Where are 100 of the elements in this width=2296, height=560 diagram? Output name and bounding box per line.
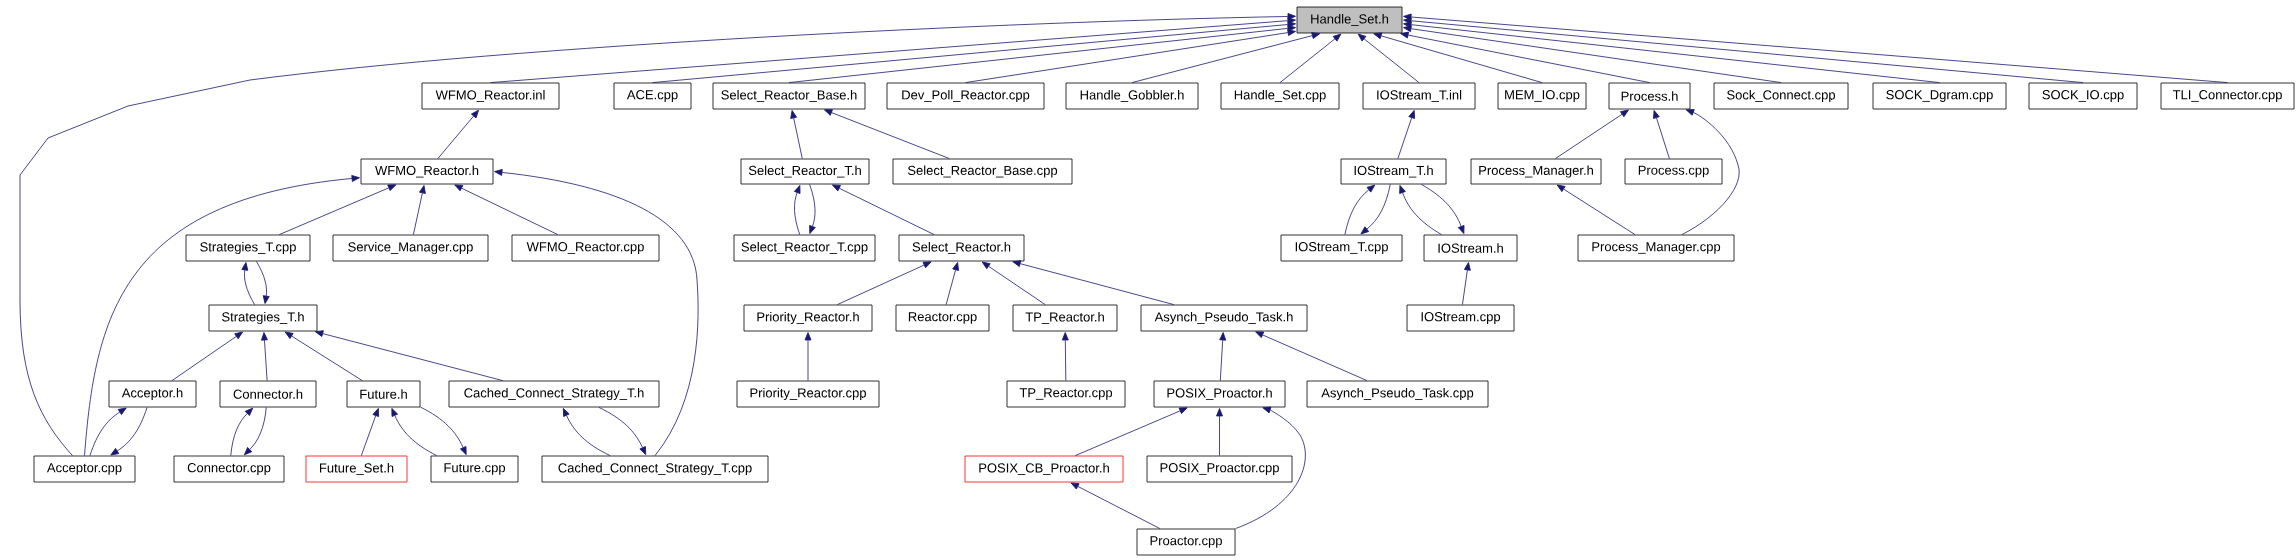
file-box: ACE.cpp <box>613 82 692 110</box>
file-box: Handle_Gobbler.h <box>1065 82 1199 110</box>
file-box: Priority_Reactor.h <box>743 304 873 332</box>
file-box: IOStream.h <box>1423 234 1518 262</box>
file-box: Select_Reactor_Base.h <box>712 82 866 110</box>
file-box: Connector.h <box>219 380 317 408</box>
file-box: Strategies_T.h <box>208 304 318 332</box>
file-box: Process_Manager.h <box>1470 158 1602 185</box>
file-box: Acceptor.cpp <box>33 455 136 483</box>
arrow <box>454 184 559 235</box>
file-box: Select_Reactor_T.cpp <box>733 234 876 262</box>
file-box: Future_Set.h <box>305 455 408 483</box>
file-box: POSIX_Proactor.cpp <box>1146 455 1293 483</box>
file-box: WFMO_Reactor.cpp <box>511 234 660 262</box>
arrow <box>256 261 270 304</box>
file-box: WFMO_Reactor.h <box>360 158 494 185</box>
file-box: Proactor.cpp <box>1136 528 1236 556</box>
file-box: Strategies_T.cpp <box>185 234 311 262</box>
arrow <box>831 184 935 235</box>
arrow <box>1061 332 1069 381</box>
arrow <box>804 332 812 381</box>
arrow <box>1344 184 1376 235</box>
arrow <box>171 331 243 381</box>
arrow <box>110 407 148 456</box>
arrow <box>1373 32 1543 83</box>
file-box: Sock_Connect.cpp <box>1713 82 1849 110</box>
arrow <box>420 406 467 455</box>
arrow <box>1131 32 1321 83</box>
arrow <box>1399 185 1442 235</box>
arrow <box>241 262 255 305</box>
file-box: Select_Reactor_T.h <box>740 158 870 185</box>
arrow <box>84 175 360 456</box>
arrow <box>981 261 1046 305</box>
arrow <box>490 17 1296 83</box>
arrow <box>788 24 1296 83</box>
file-box: TLI_Connector.cpp <box>2160 82 2295 110</box>
file-box: POSIX_CB_Proactor.h <box>964 455 1124 483</box>
file-box: SOCK_IO.cpp <box>2028 82 2138 110</box>
file-box: Dev_Poll_Reactor.cpp <box>886 82 1045 110</box>
arrow <box>965 29 1296 83</box>
arrow <box>391 408 438 456</box>
arrow <box>19 13 1296 456</box>
arrow <box>1360 184 1391 235</box>
file-box: IOStream_T.cpp <box>1280 234 1403 262</box>
arrow <box>360 408 379 456</box>
arrow <box>1653 110 1670 159</box>
arrow <box>1397 110 1415 159</box>
arrow <box>1012 260 1175 305</box>
file-box: Process.cpp <box>1624 158 1723 185</box>
arrow <box>562 408 611 456</box>
arrow <box>1279 33 1342 83</box>
arrow <box>1421 184 1465 234</box>
arrow <box>284 331 363 381</box>
arrow <box>1070 482 1161 529</box>
arrow <box>790 110 803 159</box>
arrow <box>1216 408 1223 456</box>
file-box: Handle_Set.cpp <box>1220 82 1340 110</box>
arrow <box>1074 407 1188 456</box>
file-box: Process_Manager.cpp <box>1577 234 1735 262</box>
file-box: Asynch_Pseudo_Task.h <box>1140 304 1308 332</box>
arrow <box>1555 109 1629 159</box>
arrow <box>244 407 267 456</box>
arrow <box>809 184 816 234</box>
arrow <box>261 332 268 381</box>
file-box: Cached_Connect_Strategy_T.h <box>448 380 660 408</box>
arrow <box>1403 17 2084 83</box>
arrow <box>1681 109 1740 235</box>
arrow <box>837 261 932 305</box>
arrow <box>652 21 1296 83</box>
file-box: Select_Reactor.h <box>898 234 1025 262</box>
arrow <box>278 184 397 235</box>
arrow <box>1403 25 1782 83</box>
arrow <box>1556 184 1636 235</box>
file-box: Priority_Reactor.cpp <box>736 380 880 408</box>
arrow <box>413 185 426 235</box>
file-box: POSIX_Proactor.h <box>1153 380 1286 408</box>
arrow <box>945 262 959 305</box>
file-box: TP_Reactor.cpp <box>1006 380 1126 408</box>
arrow <box>1403 13 2228 83</box>
file-box: WFMO_Reactor.inl <box>421 82 560 110</box>
file-box: Reactor.cpp <box>895 304 990 332</box>
arrow <box>1357 33 1420 83</box>
arrow <box>1219 332 1227 381</box>
file-box: Asynch_Pseudo_Task.cpp <box>1306 380 1489 408</box>
arrow <box>1255 331 1368 381</box>
arrow <box>598 407 647 455</box>
file-box: Handle_Set.h <box>1296 6 1403 34</box>
arrow <box>1462 262 1471 305</box>
arrow <box>794 185 801 235</box>
file-box: Connector.cpp <box>173 455 285 483</box>
file-box: Select_Reactor_Base.cpp <box>892 158 1073 185</box>
file-box: IOStream.cpp <box>1406 304 1515 332</box>
arrow <box>89 407 127 456</box>
arrow <box>1403 21 1940 83</box>
file-box: IOStream_T.h <box>1340 158 1447 185</box>
file-box: Future.cpp <box>430 455 519 483</box>
arrow <box>1235 406 1306 529</box>
arrow <box>314 330 504 381</box>
file-box: Cached_Connect_Strategy_T.cpp <box>541 455 769 483</box>
arrow <box>494 169 699 456</box>
